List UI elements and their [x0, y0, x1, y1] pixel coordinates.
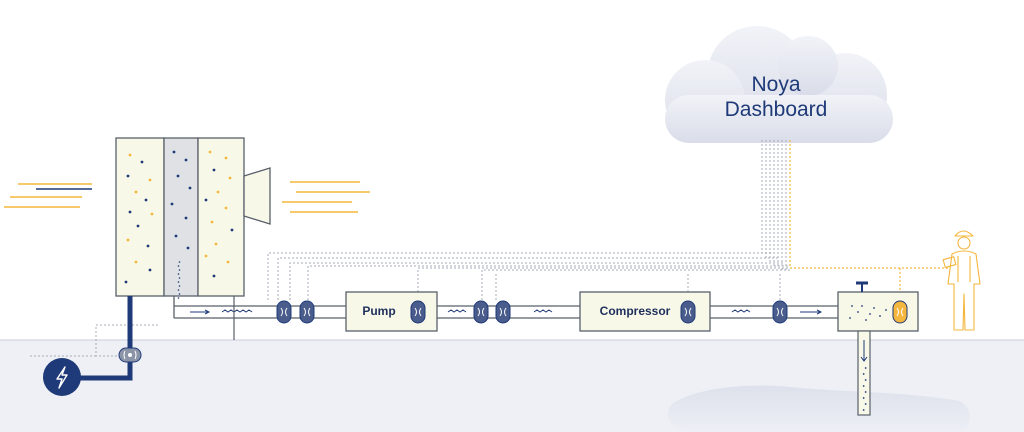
sensor-icon — [892, 300, 908, 324]
sensor-icon — [680, 300, 696, 324]
co2-particle — [862, 409, 865, 411]
co2-particle — [140, 160, 144, 164]
co2-particle — [879, 315, 881, 317]
co2-particle — [230, 228, 234, 232]
co2-particle — [862, 385, 865, 387]
data-lines — [30, 140, 792, 357]
co2-particle — [216, 190, 220, 194]
co2-particle — [177, 265, 180, 267]
co2-particle — [146, 244, 150, 248]
co2-particle — [170, 202, 174, 206]
co2-particle — [861, 305, 863, 307]
direct-air-capture-unit — [115, 137, 271, 340]
co2-particle — [188, 186, 192, 190]
sensor-icon — [276, 300, 292, 324]
dashboard-title-line2: Dashboard — [724, 98, 828, 121]
cloud-shape — [665, 26, 893, 143]
co2-particle — [865, 319, 867, 321]
co2-particle — [128, 210, 132, 214]
air-outlet-lines — [282, 181, 370, 213]
power-meter-sensor-icon — [118, 347, 142, 363]
co2-particle — [178, 285, 181, 287]
worker-with-tablet-icon — [942, 230, 981, 331]
co2-particle — [172, 150, 176, 154]
co2-particle — [184, 158, 188, 162]
dashboard-title-line1: Noya — [751, 73, 801, 96]
co2-particle — [226, 260, 230, 264]
co2-particle — [150, 212, 154, 216]
co2-particle — [204, 254, 208, 258]
dashboard-cloud-label: Noya Dashboard — [676, 72, 876, 122]
co2-particle — [126, 238, 130, 242]
co2-particle — [864, 391, 867, 393]
co2-particle — [204, 198, 208, 202]
co2-particle — [178, 277, 181, 279]
co2-particle — [178, 269, 181, 271]
co2-particle — [873, 307, 875, 309]
co2-particle — [177, 297, 180, 299]
co2-particle — [869, 313, 871, 315]
co2-particle — [208, 150, 212, 154]
co2-particle — [144, 198, 148, 202]
air-intake-lines — [4, 183, 92, 208]
co2-particle — [134, 260, 138, 264]
co2-particle — [124, 280, 128, 284]
co2-particle — [864, 403, 867, 405]
co2-particle — [862, 373, 865, 375]
co2-particle — [128, 153, 132, 157]
co2-particle — [174, 234, 178, 238]
sensor-icon — [772, 300, 788, 324]
co2-particle — [177, 281, 180, 283]
co2-particle — [228, 176, 232, 180]
co2-particle — [857, 311, 859, 313]
co2-particle — [214, 242, 218, 246]
co2-particle — [849, 317, 851, 319]
sensor-icon — [495, 300, 511, 324]
co2-particle — [885, 309, 887, 311]
compressor-label: Compressor — [599, 304, 671, 318]
co2-particle — [178, 293, 181, 295]
co2-particle — [136, 224, 140, 228]
injection-well-unit — [837, 281, 919, 416]
co2-particles — [124, 150, 234, 299]
power-source — [43, 358, 81, 396]
co2-particle — [851, 305, 853, 307]
co2-particle — [148, 268, 152, 272]
power-cable — [80, 296, 133, 381]
co2-particle — [178, 261, 181, 263]
field-data-lines — [789, 140, 950, 300]
co2-particle — [184, 216, 188, 220]
co2-particle — [177, 289, 180, 291]
co2-particle — [224, 156, 228, 160]
co2-particle — [212, 168, 216, 172]
co2-particle — [862, 397, 865, 399]
power-bolt-icon — [56, 366, 68, 389]
sensor-icon — [299, 300, 315, 324]
sensor-icon — [410, 300, 426, 324]
pump-label: Pump — [362, 304, 396, 318]
co2-particle — [134, 190, 138, 194]
co2-particle — [186, 246, 190, 250]
co2-particle — [210, 220, 214, 224]
stored-co2-particles — [849, 305, 887, 411]
storage-reservoir — [668, 385, 970, 432]
co2-particle — [176, 174, 180, 178]
co2-particle — [126, 174, 130, 178]
co2-particle — [224, 206, 228, 210]
co2-particle — [864, 379, 867, 381]
sensor-group — [276, 300, 908, 324]
flow-marks — [190, 309, 823, 315]
co2-particle — [148, 178, 152, 182]
co2-particle — [212, 274, 216, 278]
co2-particle — [177, 273, 180, 275]
sensor-icon — [473, 300, 489, 324]
co2-particle — [864, 367, 867, 369]
